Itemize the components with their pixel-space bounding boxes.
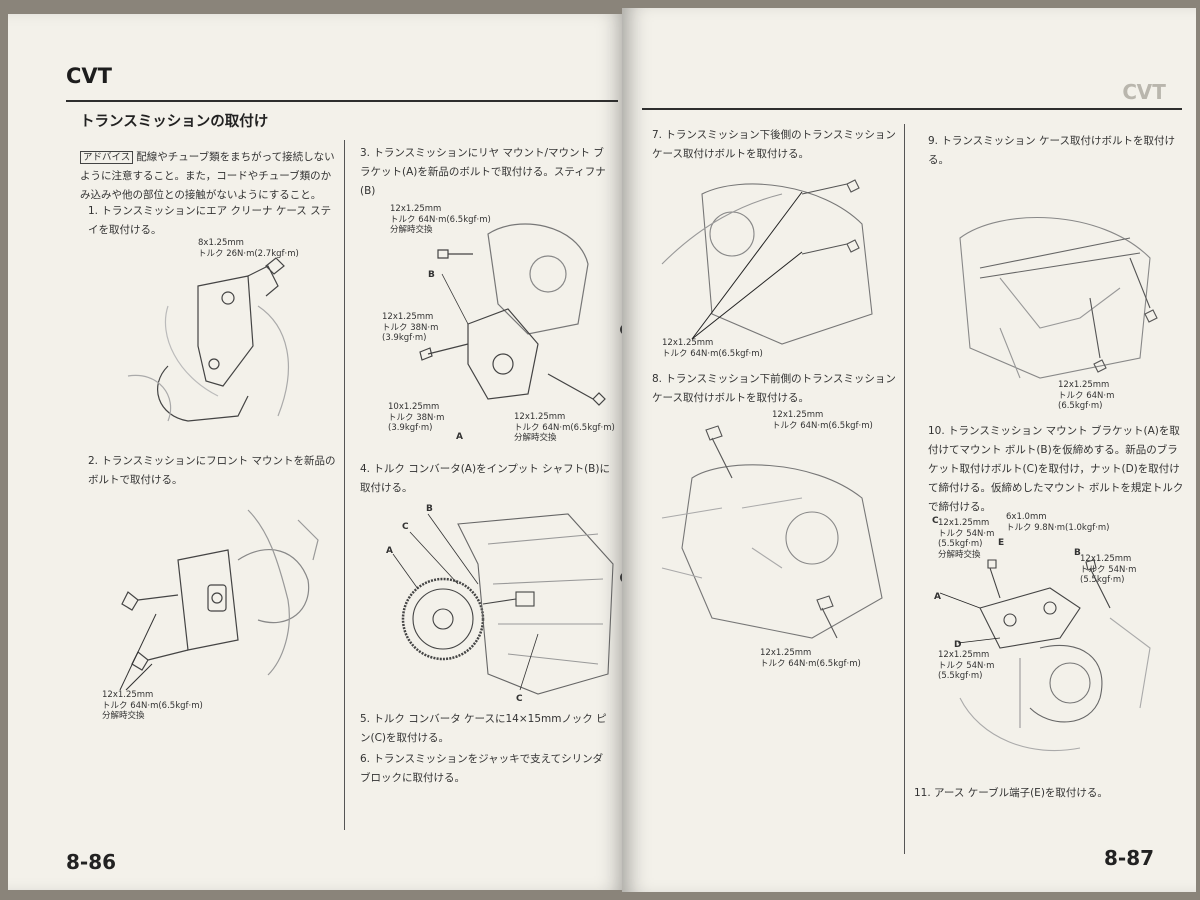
chapter-header: CVT (66, 64, 112, 88)
callout-step8-bottom: 12x1.25mm トルク 64N·m(6.5kgf·m) (760, 648, 861, 669)
header-rule-right (642, 108, 1182, 110)
advice-text: 配線やチューブ類をまちがって接続しないように注意すること。また，コードやチューブ… (80, 151, 335, 201)
callout-step1-bolt: 8x1.25mm トルク 26N·m(2.7kgf·m) (198, 238, 299, 259)
label-c2-step4: C (516, 694, 523, 704)
label-c-step10: C (932, 516, 939, 526)
callout-step10-d: 12x1.25mm トルク 54N·m (5.5kgf·m) (938, 650, 995, 681)
step1-illustration (127, 257, 289, 422)
step-2: 2. トランスミッションにフロント マウントを新品のボルトで取付ける。 (88, 455, 336, 486)
callout-step10-e: 6x1.0mm トルク 9.8N·m(1.0kgf·m) (1006, 512, 1110, 533)
label-b-step4: B (426, 504, 433, 514)
step4-illustration (392, 513, 614, 695)
header-rule (66, 100, 618, 102)
label-d-step10: D (954, 640, 962, 650)
callout-step10-b: 12x1.25mm トルク 54N·m (5.5kgf·m) (1080, 554, 1137, 585)
advice-badge: アドバイス (80, 151, 134, 164)
step-7: 7. トランスミッション下後側のトランスミッション ケース取付けボルトを取付ける… (652, 129, 896, 160)
callout-step3-low: 10x1.25mm トルク 38N·m (3.9kgf·m) (388, 402, 445, 433)
label-a-step10: A (934, 592, 941, 602)
callout-step3-top: 12x1.25mm トルク 64N·m(6.5kgf·m) 分解時交換 (390, 204, 491, 235)
step9-illustration (959, 217, 1158, 379)
left-page: CVT トランスミッションの取付け アドバイス配線やチューブ類をまちがって接続し… (8, 14, 626, 890)
step8-illustration (661, 425, 883, 639)
step10-illustration (939, 559, 1151, 752)
step3-illustration (419, 223, 606, 406)
page-number-left: 8-86 (66, 850, 117, 874)
step-1: 1. トランスミッションにエア クリーナ ケース ステイを取付ける。 (88, 205, 332, 236)
label-c-step4: C (402, 522, 409, 532)
step-3: 3. トランスミッションにリヤ マウント/マウント ブラケット(A)を新品のボル… (360, 147, 606, 197)
label-e-step10: E (998, 538, 1005, 548)
callout-step8-top: 12x1.25mm トルク 64N·m(6.5kgf·m) (772, 410, 873, 431)
step-6: 6. トランスミッションをジャッキで支えてシリンダ ブロックに取付ける。 (360, 753, 604, 784)
page-number-right: 8-87 (1104, 846, 1155, 870)
step2-leader-lines (119, 613, 157, 691)
callout-step9-bolt: 12x1.25mm トルク 64N·m (6.5kgf·m) (1058, 380, 1115, 411)
step-8: 8. トランスミッション下前側のトランスミッション ケース取付けボルトを取付ける… (652, 373, 896, 404)
bleed-through-mark: TVƆ (1122, 80, 1166, 104)
label-b-step10: B (1074, 548, 1081, 558)
section-title: トランスミッションの取付け (80, 114, 269, 130)
advice-paragraph: アドバイス配線やチューブ類をまちがって接続しないように注意すること。また，コード… (80, 148, 338, 205)
step7-illustration (661, 179, 873, 345)
callout-step3-mid: 12x1.25mm トルク 38N·m (3.9kgf·m) (382, 312, 439, 343)
label-a-step4: A (386, 546, 393, 556)
right-page: TVƆ 7. トランスミッション下後側のトランスミッション ケース取付けボルトを… (622, 8, 1196, 892)
step-4: 4. トルク コンバータ(A)をインプット シャフト(B)に取付ける。 (360, 463, 610, 494)
label-a-step3: A (456, 432, 463, 442)
column-divider-right (904, 124, 905, 854)
step-11: 11. アース ケーブル端子(E)を取付ける。 (914, 787, 1108, 799)
callout-step7-bolt: 12x1.25mm トルク 64N·m(6.5kgf·m) (662, 338, 763, 359)
step-5: 5. トルク コンバータ ケースに14×15mmノック ピン(C)を取付ける。 (360, 713, 607, 744)
callout-step2-bolt: 12x1.25mm トルク 64N·m(6.5kgf·m) 分解時交換 (102, 690, 203, 721)
step-9: 9. トランスミッション ケース取付けボルトを取付ける。 (928, 135, 1175, 166)
callout-step10-c: 12x1.25mm トルク 54N·m (5.5kgf·m) 分解時交換 (938, 518, 995, 560)
step2-illustration (121, 509, 319, 676)
column-divider (344, 140, 345, 830)
step-10: 10. トランスミッション マウント ブラケット(A)を取付けてマウント ボルト… (928, 425, 1184, 513)
label-b-step3: B (428, 270, 435, 280)
callout-step3-right: 12x1.25mm トルク 64N·m(6.5kgf·m) 分解時交換 (514, 412, 615, 443)
